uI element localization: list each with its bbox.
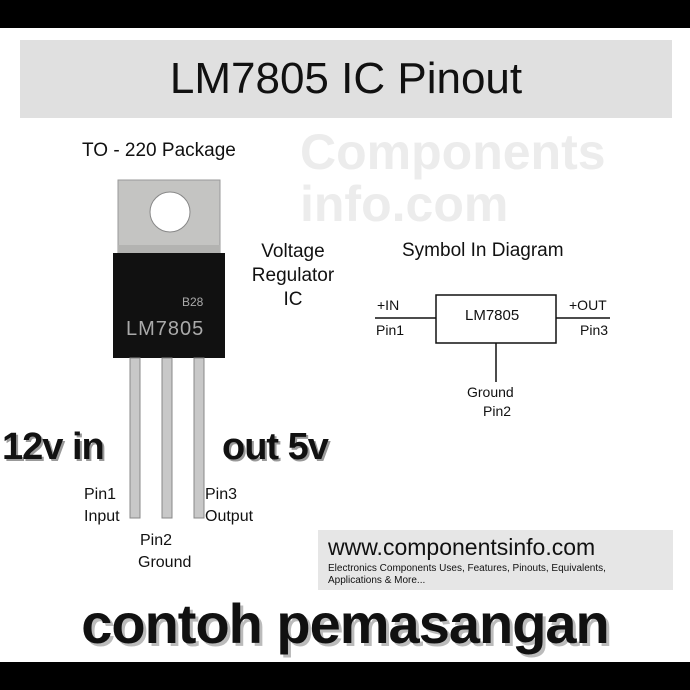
description-line: IC (283, 289, 303, 310)
pin1-label: Pin1 Input (84, 484, 120, 528)
website-url: www.componentsinfo.com (328, 534, 596, 560)
pin-number: Pin1 (84, 486, 117, 503)
pin-number: Pin2 (140, 532, 173, 549)
symbol-gnd-pin: Pin2 (483, 403, 512, 419)
pin-function: Output (205, 508, 254, 525)
bottom-caption: contoh pemasangan (81, 592, 610, 655)
ic-package-illustration (113, 179, 225, 519)
pin2-label: Pin2 Ground (138, 530, 191, 574)
description-line: Voltage (261, 241, 325, 262)
top-border (0, 0, 690, 28)
tagline-line: Applications & More... (328, 575, 426, 586)
symbol-out-label: +OUT (569, 297, 607, 313)
pin3-label: Pin3 Output (205, 484, 253, 528)
pin-function: Ground (138, 554, 192, 571)
chip-code: B28 (182, 295, 204, 309)
chip-marking: LM7805 (126, 318, 205, 340)
input-annotation: 12v in (2, 426, 105, 468)
pin-function: Input (84, 508, 120, 525)
watermark: Componentsinfo.com (300, 124, 606, 232)
symbol-out-pin: Pin3 (580, 322, 609, 338)
output-annotation: out 5v (222, 426, 329, 468)
website-tagline: Electronics Components Uses, Features, P… (328, 563, 606, 587)
symbol-box-label: LM7805 (465, 307, 520, 324)
symbol-in-label: +IN (377, 297, 400, 313)
page-title: LM7805 IC Pinout (20, 40, 672, 118)
bottom-border (0, 662, 690, 690)
description: Voltage Regulator IC (238, 240, 348, 312)
symbol-gnd-label: Ground (467, 384, 514, 400)
symbol-diagram (375, 294, 610, 382)
website-banner: www.componentsinfo.com Electronics Compo… (318, 530, 673, 590)
symbol-heading: Symbol In Diagram (402, 240, 564, 261)
symbol-in-pin: Pin1 (376, 322, 405, 338)
package-label: TO - 220 Package (82, 140, 236, 161)
tagline-line: Electronics Components Uses, Features, P… (328, 563, 606, 574)
pin-number: Pin3 (205, 486, 238, 503)
description-line: Regulator (251, 265, 335, 286)
